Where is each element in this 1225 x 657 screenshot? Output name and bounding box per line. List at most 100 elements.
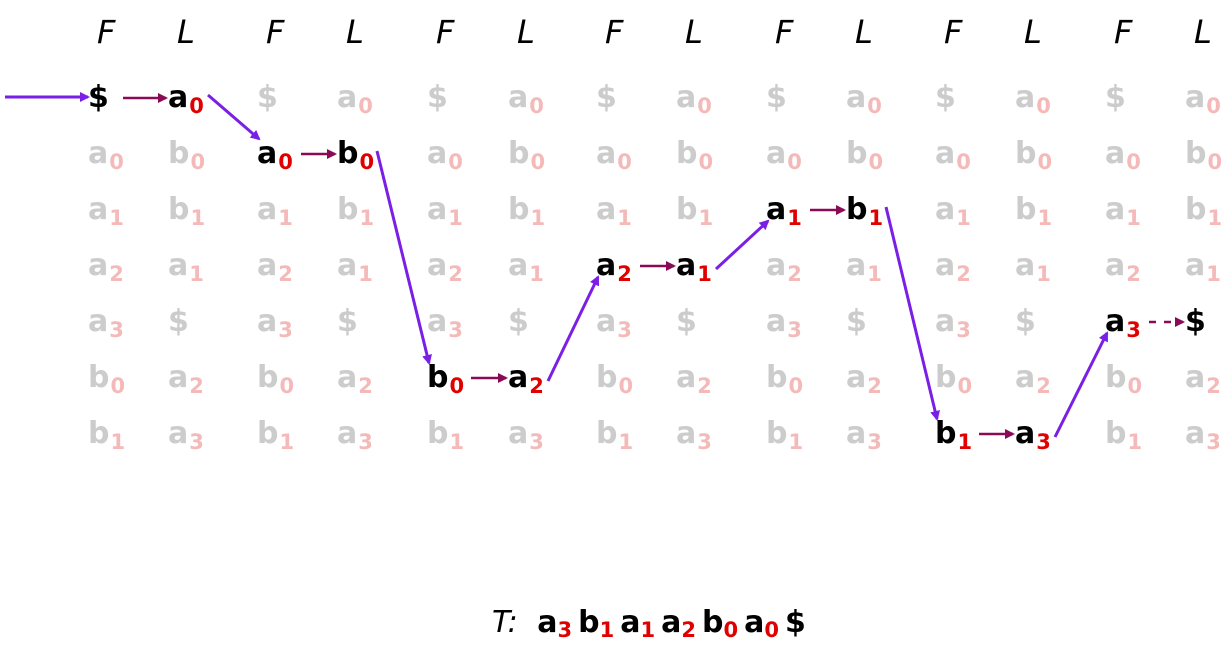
symbol-letter: b	[676, 136, 698, 171]
symbol-letter: a	[676, 248, 697, 283]
symbol-letter: $	[168, 304, 189, 339]
f-symbol: $	[766, 83, 787, 113]
f-symbol: a2	[935, 251, 971, 285]
symbol-letter: a	[257, 304, 278, 339]
l-symbol-highlighted: b0	[337, 139, 374, 173]
l-symbol: a0	[846, 83, 882, 117]
symbol-letter: a	[257, 136, 278, 171]
symbol-index: 3	[1126, 318, 1141, 342]
symbol-index: 1	[698, 206, 714, 230]
symbol-letter: a	[1185, 360, 1206, 395]
l-symbol-highlighted: a0	[168, 83, 204, 117]
symbol-letter: b	[257, 416, 279, 451]
symbol-index: 0	[449, 374, 465, 398]
symbol-index: 1	[956, 206, 971, 230]
symbol-letter: a	[88, 248, 109, 283]
symbol-index: 1	[110, 430, 126, 454]
symbol-letter: $	[935, 80, 956, 115]
f-symbol: a2	[766, 251, 802, 285]
f-symbol: a3	[88, 307, 124, 341]
f-symbol: a3	[766, 307, 802, 341]
l-symbol-highlighted: b1	[846, 195, 883, 229]
l-column-header: L	[855, 13, 873, 51]
symbol-index: 2	[1036, 374, 1051, 398]
result-token: b1	[578, 605, 615, 642]
f-symbol: b0	[1105, 363, 1142, 397]
symbol-index: 0	[957, 374, 973, 398]
f-symbol: a2	[427, 251, 463, 285]
l-symbol: $	[508, 307, 529, 337]
f-symbol: b1	[766, 416, 803, 453]
result-token: a0	[744, 605, 779, 642]
symbol-letter: a	[257, 192, 278, 227]
symbol-letter: $	[257, 80, 278, 115]
f-column-header: F	[436, 13, 455, 51]
f-symbol: a1	[596, 195, 632, 229]
symbol-index: 1	[1036, 262, 1051, 286]
symbol-letter: b	[1015, 192, 1037, 227]
symbol-letter: a	[620, 605, 641, 640]
symbol-index: 0	[723, 618, 739, 642]
f-symbol-highlighted: a2	[596, 251, 632, 285]
result-token: $	[785, 605, 806, 640]
l-column-header: L	[685, 13, 703, 51]
f-symbol: b0	[88, 363, 125, 397]
symbol-index: 1	[530, 206, 546, 230]
symbol-letter: a	[1105, 136, 1126, 171]
symbol-letter: a	[596, 136, 617, 171]
symbol-index: 1	[1127, 430, 1143, 454]
symbol-letter: a	[676, 80, 697, 115]
symbol-letter: $	[508, 304, 529, 339]
jump-arrow	[375, 150, 432, 365]
symbol-index: 3	[189, 430, 204, 454]
symbol-index: 1	[599, 618, 615, 642]
symbol-letter: b	[935, 416, 957, 451]
f-symbol: b0	[596, 363, 633, 397]
l-symbol: a2	[1015, 363, 1051, 397]
symbol-letter: b	[427, 360, 449, 395]
symbol-index: 0	[956, 150, 971, 174]
symbol-letter: a	[88, 192, 109, 227]
symbol-index: 0	[109, 150, 124, 174]
symbol-letter: a	[508, 360, 529, 395]
symbol-index: 0	[1127, 374, 1143, 398]
l-symbol: b1	[1185, 195, 1222, 229]
symbol-letter: b	[168, 136, 190, 171]
l-symbol: $	[168, 307, 189, 337]
symbol-letter: a	[427, 192, 448, 227]
f-column-header: F	[944, 13, 963, 51]
symbol-letter: a	[935, 192, 956, 227]
l-symbol: a2	[846, 363, 882, 397]
l-symbol: a3	[508, 419, 544, 453]
symbol-index: 0	[788, 374, 804, 398]
l-symbol-highlighted: $	[1185, 307, 1206, 337]
l-symbol: a3	[676, 419, 712, 453]
symbol-index: 0	[764, 618, 779, 642]
jump-arrow	[884, 206, 940, 421]
symbol-letter: a	[846, 248, 867, 283]
symbol-letter: a	[1185, 248, 1206, 283]
symbol-index: 1	[448, 206, 463, 230]
l-symbol: a0	[508, 83, 544, 117]
symbol-index: 1	[697, 262, 712, 286]
f-symbol: a3	[257, 304, 293, 341]
symbol-letter: b	[766, 416, 788, 451]
symbol-index: 0	[110, 374, 126, 398]
symbol-index: 1	[617, 206, 632, 230]
symbol-index: 2	[358, 374, 373, 398]
f-symbol: b1	[257, 416, 294, 453]
l-column-header: L	[1194, 13, 1212, 51]
symbol-index: 0	[618, 374, 634, 398]
symbol-index: 1	[868, 206, 884, 230]
l-symbol: a0	[1185, 83, 1221, 117]
symbol-letter: a	[1015, 248, 1036, 283]
symbol-index: 3	[697, 430, 712, 454]
l-symbol: b0	[676, 136, 713, 173]
f-symbol: a3	[935, 307, 971, 341]
symbol-index: 0	[1206, 94, 1221, 118]
l-symbol: a2	[337, 363, 373, 397]
symbol-index: 3	[358, 430, 373, 454]
f-symbol: a0	[596, 136, 632, 173]
f-symbol-highlighted: $	[88, 83, 109, 113]
